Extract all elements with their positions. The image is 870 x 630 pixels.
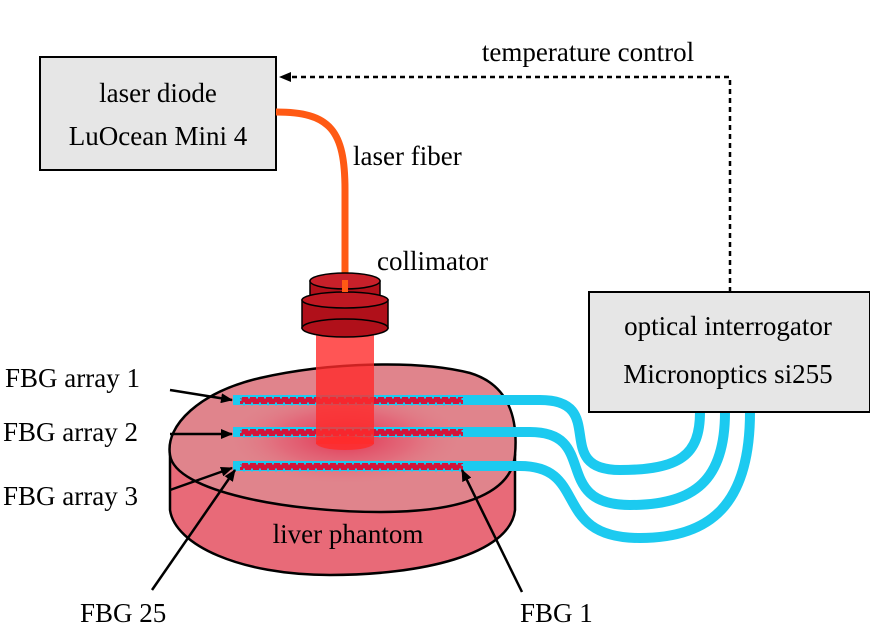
fbg-array-1-arrow bbox=[169, 388, 233, 404]
laser-fiber-label: laser fiber bbox=[353, 141, 462, 171]
laser-beam-spot bbox=[316, 436, 374, 450]
fbg-25-label: FBG 25 bbox=[80, 598, 166, 628]
laser-model-label: LuOcean Mini 4 bbox=[69, 121, 248, 151]
temperature-control-line bbox=[279, 72, 732, 292]
collimator-label: collimator bbox=[377, 246, 488, 276]
fbg-1-arrow bbox=[460, 469, 524, 593]
optical-fiber-3 bbox=[462, 411, 755, 544]
fbg-array-3 bbox=[233, 461, 465, 472]
optical-fiber-1 bbox=[462, 395, 705, 476]
laser-fiber bbox=[275, 108, 349, 292]
fbg-array-1-label: FBG array 1 bbox=[5, 363, 140, 393]
interrogator-model-label: Micronoptics si255 bbox=[623, 359, 832, 389]
optical-fibers bbox=[462, 395, 755, 544]
fbg-array-3-label: FBG array 3 bbox=[3, 481, 138, 511]
laser-diode-box bbox=[39, 56, 277, 171]
fbg-array-3-arrow bbox=[169, 466, 233, 492]
fbg-25-arrow bbox=[150, 469, 237, 591]
laser-diode-label: laser diode bbox=[99, 78, 217, 108]
collimator bbox=[301, 272, 389, 338]
optical-interrogator-box bbox=[588, 291, 870, 413]
interrogator-label: optical interrogator bbox=[624, 311, 832, 341]
optical-fiber-2 bbox=[462, 411, 730, 511]
liver-phantom-label: liver phantom bbox=[273, 519, 424, 549]
fbg-1-label: FBG 1 bbox=[520, 598, 593, 628]
temperature-control-label: temperature control bbox=[482, 37, 694, 67]
fbg-array-2-label: FBG array 2 bbox=[3, 417, 138, 447]
laser-beam bbox=[316, 326, 374, 444]
